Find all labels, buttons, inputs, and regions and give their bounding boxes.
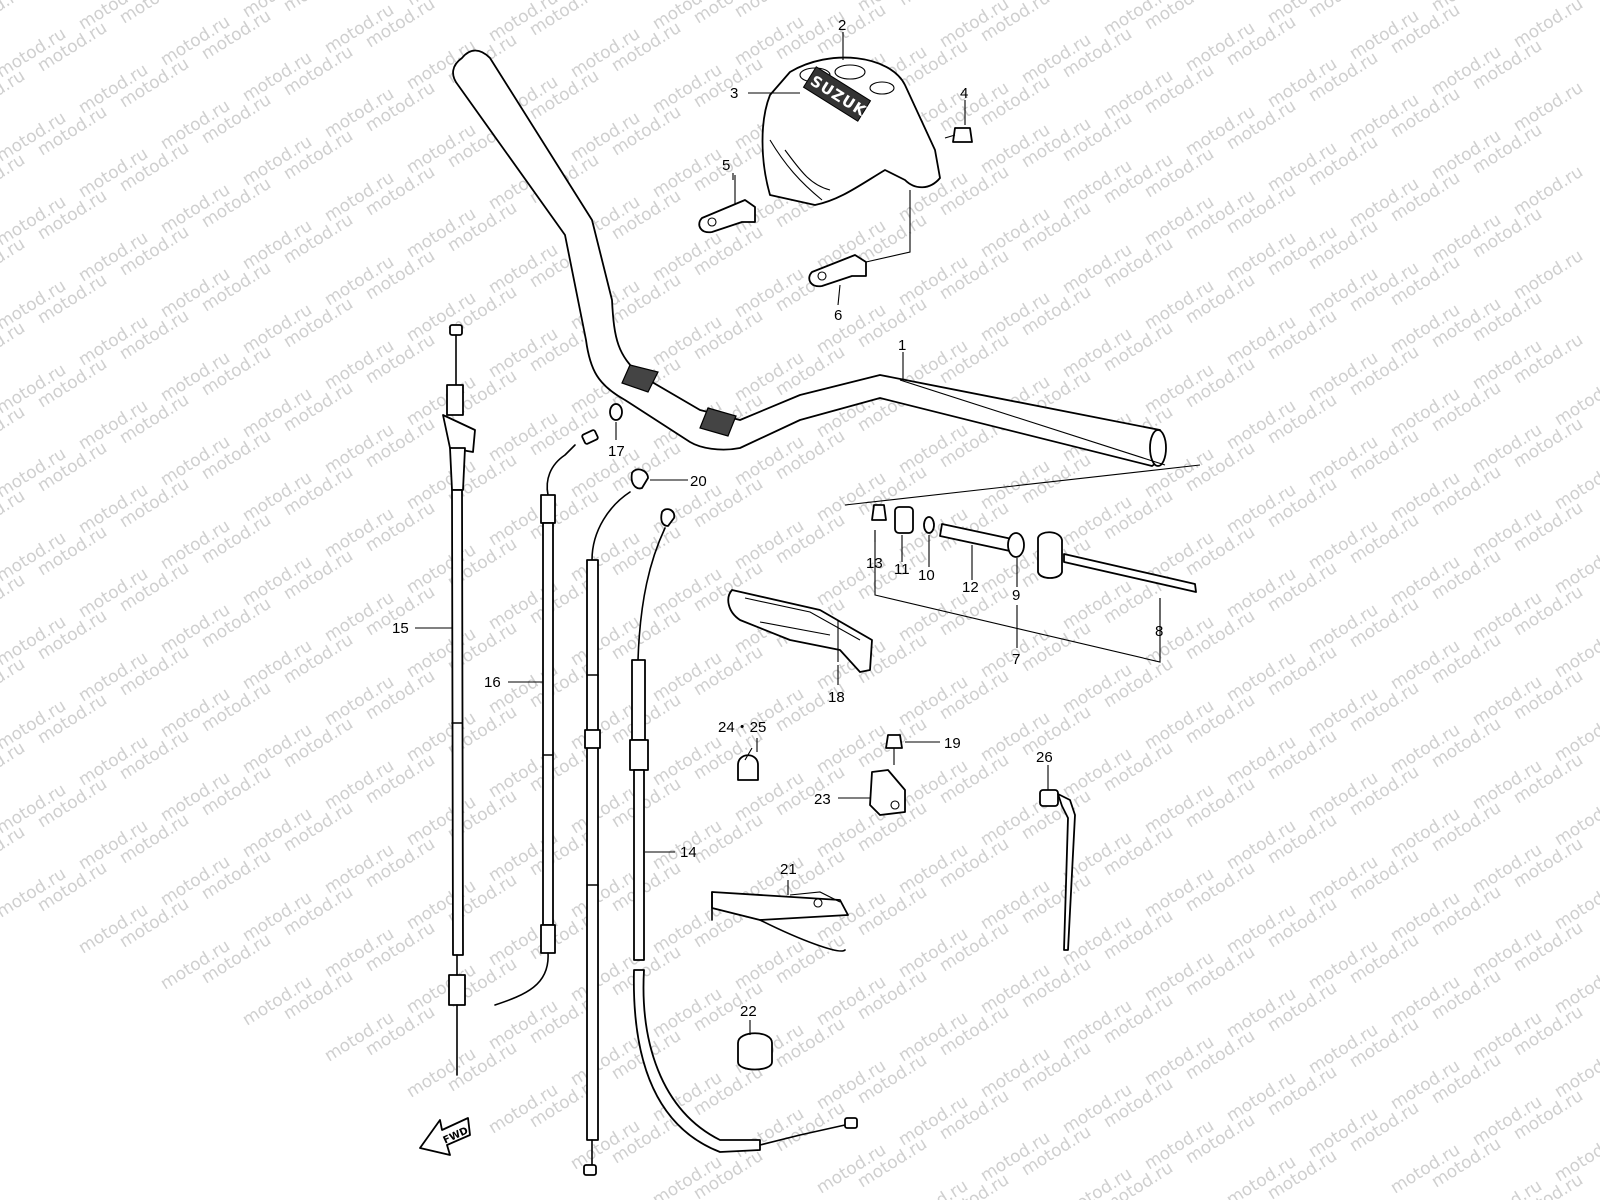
callout-11: 11 — [894, 561, 910, 578]
band-22 — [737, 1032, 773, 1071]
callout-1: 1 — [898, 337, 906, 354]
watermark-text: motod.ru — [1469, 1176, 1546, 1200]
suzuki-logo-plate — [802, 66, 872, 122]
callout-22: 22 — [740, 1003, 757, 1020]
fwd-arrow: FWD — [419, 1117, 471, 1156]
callout-26: 26 — [1036, 749, 1053, 766]
cushion-9 — [1007, 532, 1025, 558]
watermark-text: motod.ru — [895, 1176, 972, 1200]
callout-5: 5 — [722, 157, 730, 174]
weight — [1037, 531, 1063, 579]
watermark-text: motod.ru — [0, 570, 29, 628]
callout-2: 2 — [838, 17, 846, 34]
bracket-6 — [808, 190, 911, 288]
bracket-23 — [869, 769, 906, 816]
throttle-cable-15 — [442, 324, 476, 1076]
callout-3: 3 — [730, 85, 738, 102]
watermark-text: motod.ru — [0, 234, 29, 292]
watermark-text: motod.ru — [444, 0, 521, 4]
callout-10: 10 — [918, 567, 935, 584]
callout-4: 4 — [960, 85, 968, 102]
watermark-text: motod.ru — [280, 0, 357, 16]
bar-end-weight-assembly — [871, 504, 1197, 663]
bracket-5 — [698, 175, 756, 234]
handlebar — [452, 49, 1201, 506]
clutch-cable-16 — [494, 429, 599, 1006]
rod-26 — [1039, 789, 1076, 951]
callout-13: 13 — [866, 555, 883, 572]
grip-knurl-left — [621, 364, 737, 437]
watermark-text: motod.ru — [0, 822, 29, 880]
watermark-text: motod.ru — [0, 402, 29, 460]
callout-19: 19 — [944, 735, 961, 752]
holder-18 — [727, 589, 873, 673]
callout-9: 9 — [1012, 587, 1020, 604]
watermark-text: motod.ru — [0, 738, 29, 796]
screw-4 — [944, 127, 973, 143]
bolt-19 — [885, 734, 903, 765]
callout-16: 16 — [484, 674, 501, 691]
callout-20: 20 — [690, 473, 707, 490]
nut-13 — [871, 504, 887, 521]
callout-17: 17 — [608, 443, 625, 460]
watermark-text: motod.ru — [0, 654, 29, 712]
watermark-text: motod.ru — [0, 318, 29, 376]
cap-17 — [609, 403, 623, 421]
spacer-11 — [894, 506, 914, 534]
leader-lines — [415, 32, 1161, 1035]
cable-14 — [629, 508, 858, 1153]
callout-15: 15 — [392, 620, 409, 637]
callout-7: 7 — [1012, 651, 1020, 668]
watermark-text: motod.ru — [0, 150, 29, 208]
callout-8: 8 — [1155, 623, 1163, 640]
callout-18: 18 — [828, 689, 845, 706]
handlebar-cover: SUZUKI — [761, 56, 941, 206]
callout-24-25: 24・25 — [718, 719, 766, 736]
callout-14: 14 — [680, 844, 697, 861]
watermark-text: motod.ru — [0, 486, 29, 544]
watermark-text: motod.ru — [1305, 0, 1382, 22]
watermark-text: motod.ru — [895, 0, 972, 10]
guide-21 — [711, 891, 849, 952]
callout-labels: 2 3 4 5 6 1 17 20 13 11 10 12 9 8 7 15 1… — [392, 17, 1163, 1020]
cable-20 — [583, 468, 649, 1176]
callout-21: 21 — [780, 861, 797, 878]
watermark-text: motod.ru — [0, 0, 29, 40]
bolt-8 — [1063, 553, 1197, 593]
callout-12: 12 — [962, 579, 979, 596]
watermark-text: motod.ru — [0, 66, 29, 124]
washer-10 — [923, 516, 935, 534]
clamp-24-25 — [737, 747, 759, 781]
callout-6: 6 — [834, 307, 842, 324]
callout-23: 23 — [814, 791, 831, 808]
